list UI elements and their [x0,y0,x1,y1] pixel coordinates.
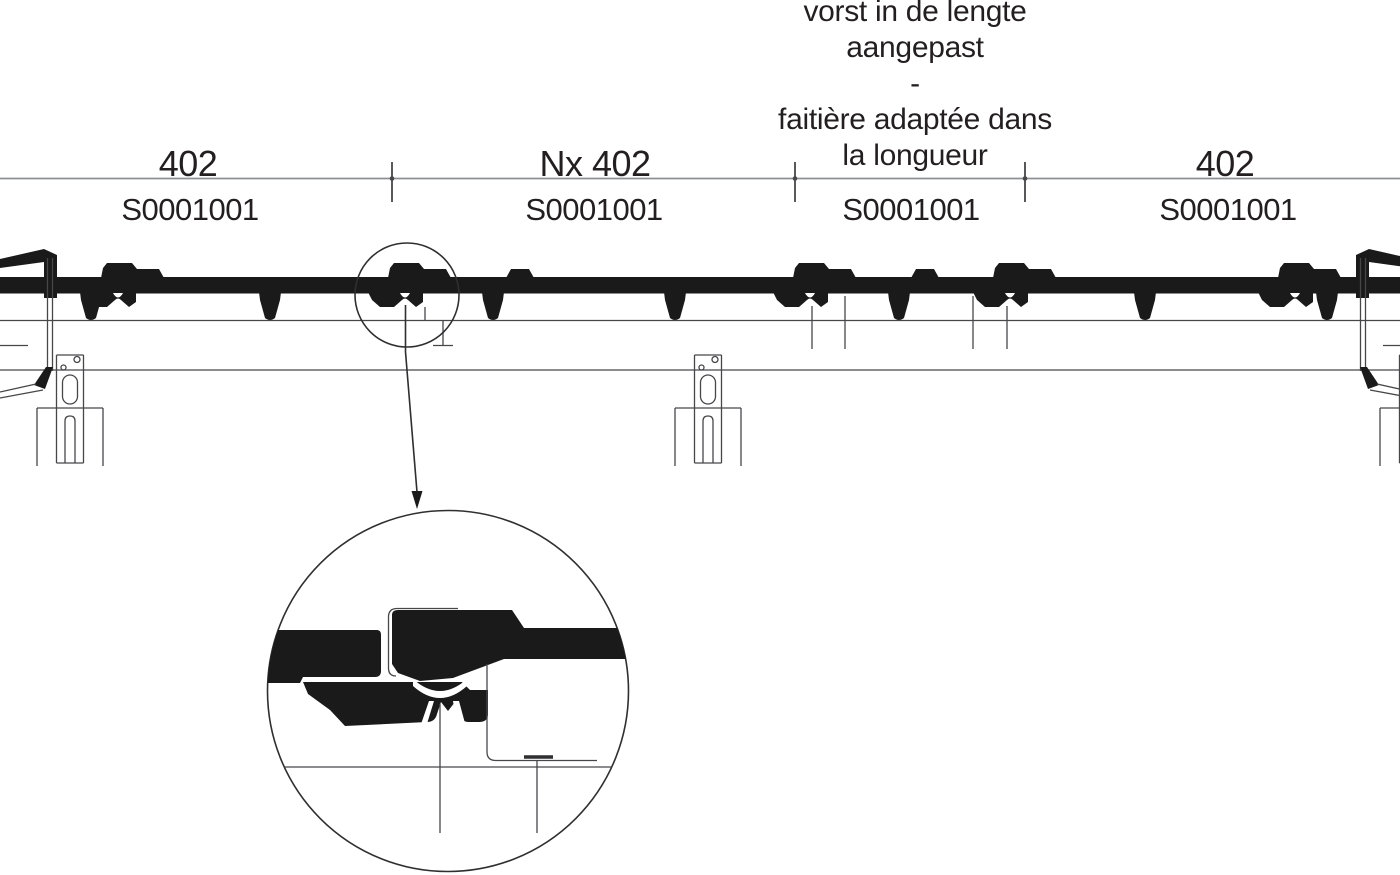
ridge-tile-profile [0,263,1400,320]
detail-callout [354,242,460,509]
batten-bracket-right [1379,354,1400,467]
dimension-length-label-1: 402 [158,143,218,184]
article-code-label-4: S0001001 [1159,192,1297,227]
note-separator: - [910,67,920,100]
note-line-nl-1: vorst in de lengte [803,0,1027,28]
article-code-label-3: S0001001 [842,192,980,227]
note-line-fr-1: faitière adaptée dans [778,103,1052,136]
dimension-length-label-4: 402 [1195,143,1255,184]
note-line-nl-2: aangepast [846,31,984,64]
joint-leader-lines [424,296,1008,349]
dimension-line [0,162,1400,202]
batten-bracket-middle [674,354,742,467]
arrowhead-icon [411,491,423,509]
article-code-label-2: S0001001 [525,192,663,227]
note-line-fr-2: la longueur [842,139,988,172]
article-code-label-1: S0001001 [121,192,259,227]
adaptation-note: vorst in de lengte aangepast - faitière … [665,0,1165,174]
right-end-cap [1355,248,1400,399]
construction-lines [0,319,1400,371]
detail-view [266,509,630,873]
dimension-length-label-2: Nx 402 [539,143,651,184]
left-end-cap [0,248,58,399]
